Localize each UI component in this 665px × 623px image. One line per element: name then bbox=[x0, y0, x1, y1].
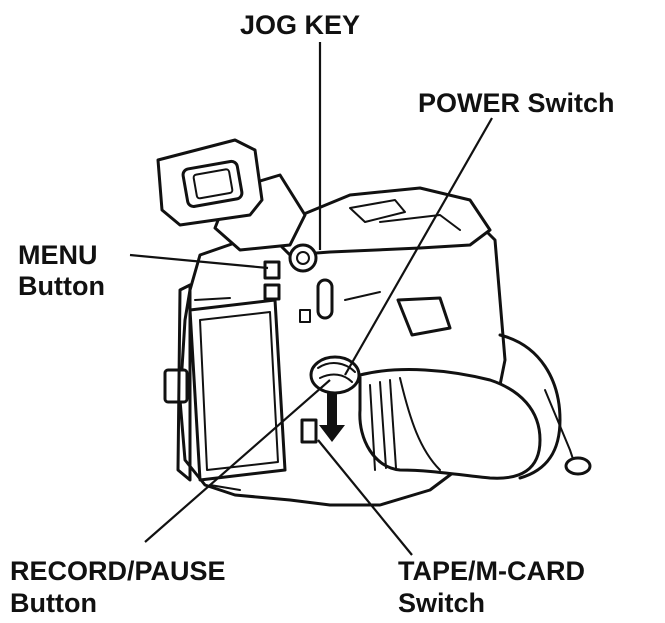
menu-button-shape bbox=[263, 260, 281, 280]
leader-menu bbox=[129, 253, 269, 270]
menu-button-label-line2: Button bbox=[18, 271, 105, 301]
menu-button-label-line1: MENU bbox=[18, 240, 98, 270]
jog-key-label: JOG KEY bbox=[240, 10, 361, 40]
top-buttons bbox=[349, 199, 406, 223]
tape-card-label-line1: TAPE/M-CARD bbox=[398, 556, 585, 586]
logo-shape bbox=[396, 296, 452, 337]
strap-ring bbox=[564, 456, 592, 476]
leader-power-switch bbox=[344, 117, 493, 376]
tape-card-switch bbox=[300, 418, 318, 444]
record-pause-label-line1: RECORD/PAUSE bbox=[10, 556, 226, 586]
lcd-panel bbox=[188, 298, 287, 482]
jog-dial bbox=[288, 243, 318, 273]
power-switch-label: POWER Switch bbox=[418, 88, 615, 118]
tape-card-label-line2: Switch bbox=[398, 588, 486, 618]
down-arrow bbox=[319, 392, 345, 442]
hand-grip bbox=[358, 368, 542, 480]
leader-record-pause bbox=[144, 379, 331, 543]
lcd-latch bbox=[163, 368, 189, 404]
leader-tape-card bbox=[317, 439, 413, 556]
record-pause-label-line2: Button bbox=[10, 588, 97, 618]
